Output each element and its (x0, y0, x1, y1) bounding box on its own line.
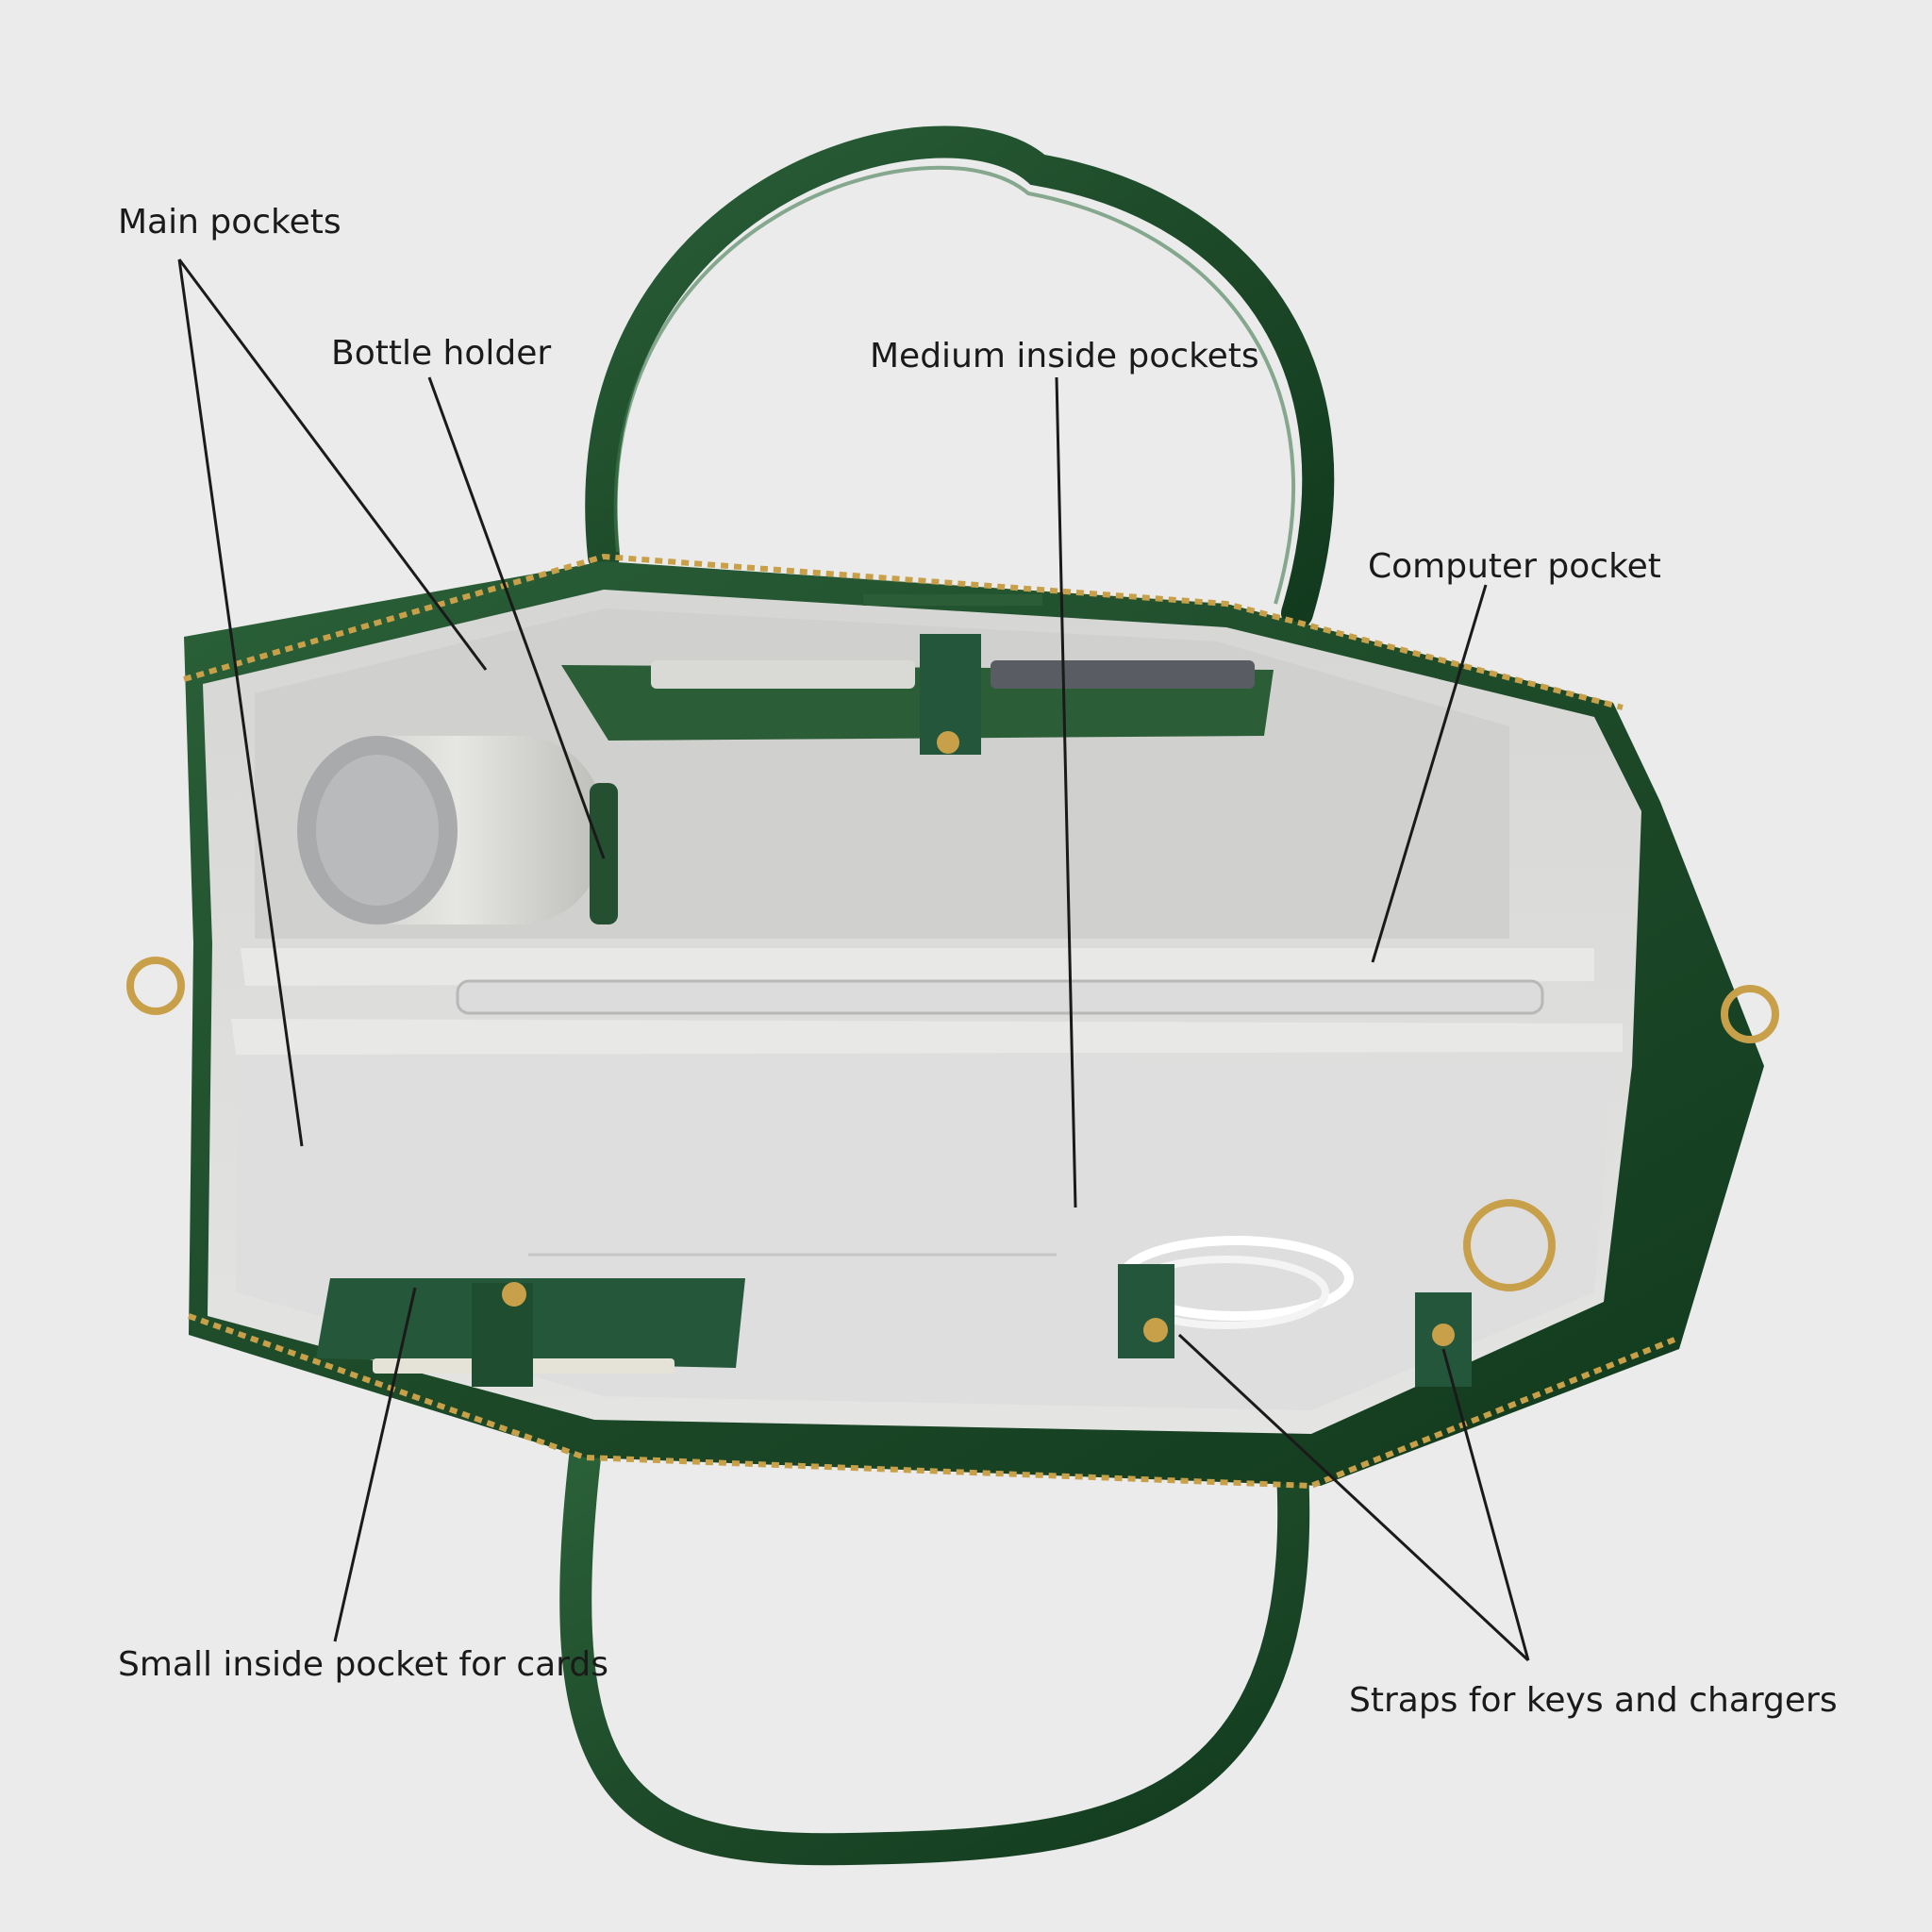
callout-small-inside-pocket: Small inside pocket for cards (118, 1645, 608, 1684)
charger-cable (1118, 1236, 1354, 1358)
bottle (297, 736, 618, 924)
keys (1415, 1199, 1556, 1387)
callout-main-pockets: Main pockets (118, 203, 341, 242)
callout-straps: Straps for keys and chargers (1349, 1681, 1838, 1720)
callout-bottle-holder: Bottle holder (331, 334, 552, 373)
laptop (456, 979, 1544, 1015)
bottom-handle (559, 1441, 1310, 1866)
top-handle (585, 125, 1335, 629)
callout-medium-inside-pockets: Medium inside pockets (870, 337, 1259, 375)
card-pocket (316, 1278, 745, 1387)
callout-computer-pocket: Computer pocket (1368, 547, 1661, 586)
leader-lines (177, 258, 1530, 1662)
